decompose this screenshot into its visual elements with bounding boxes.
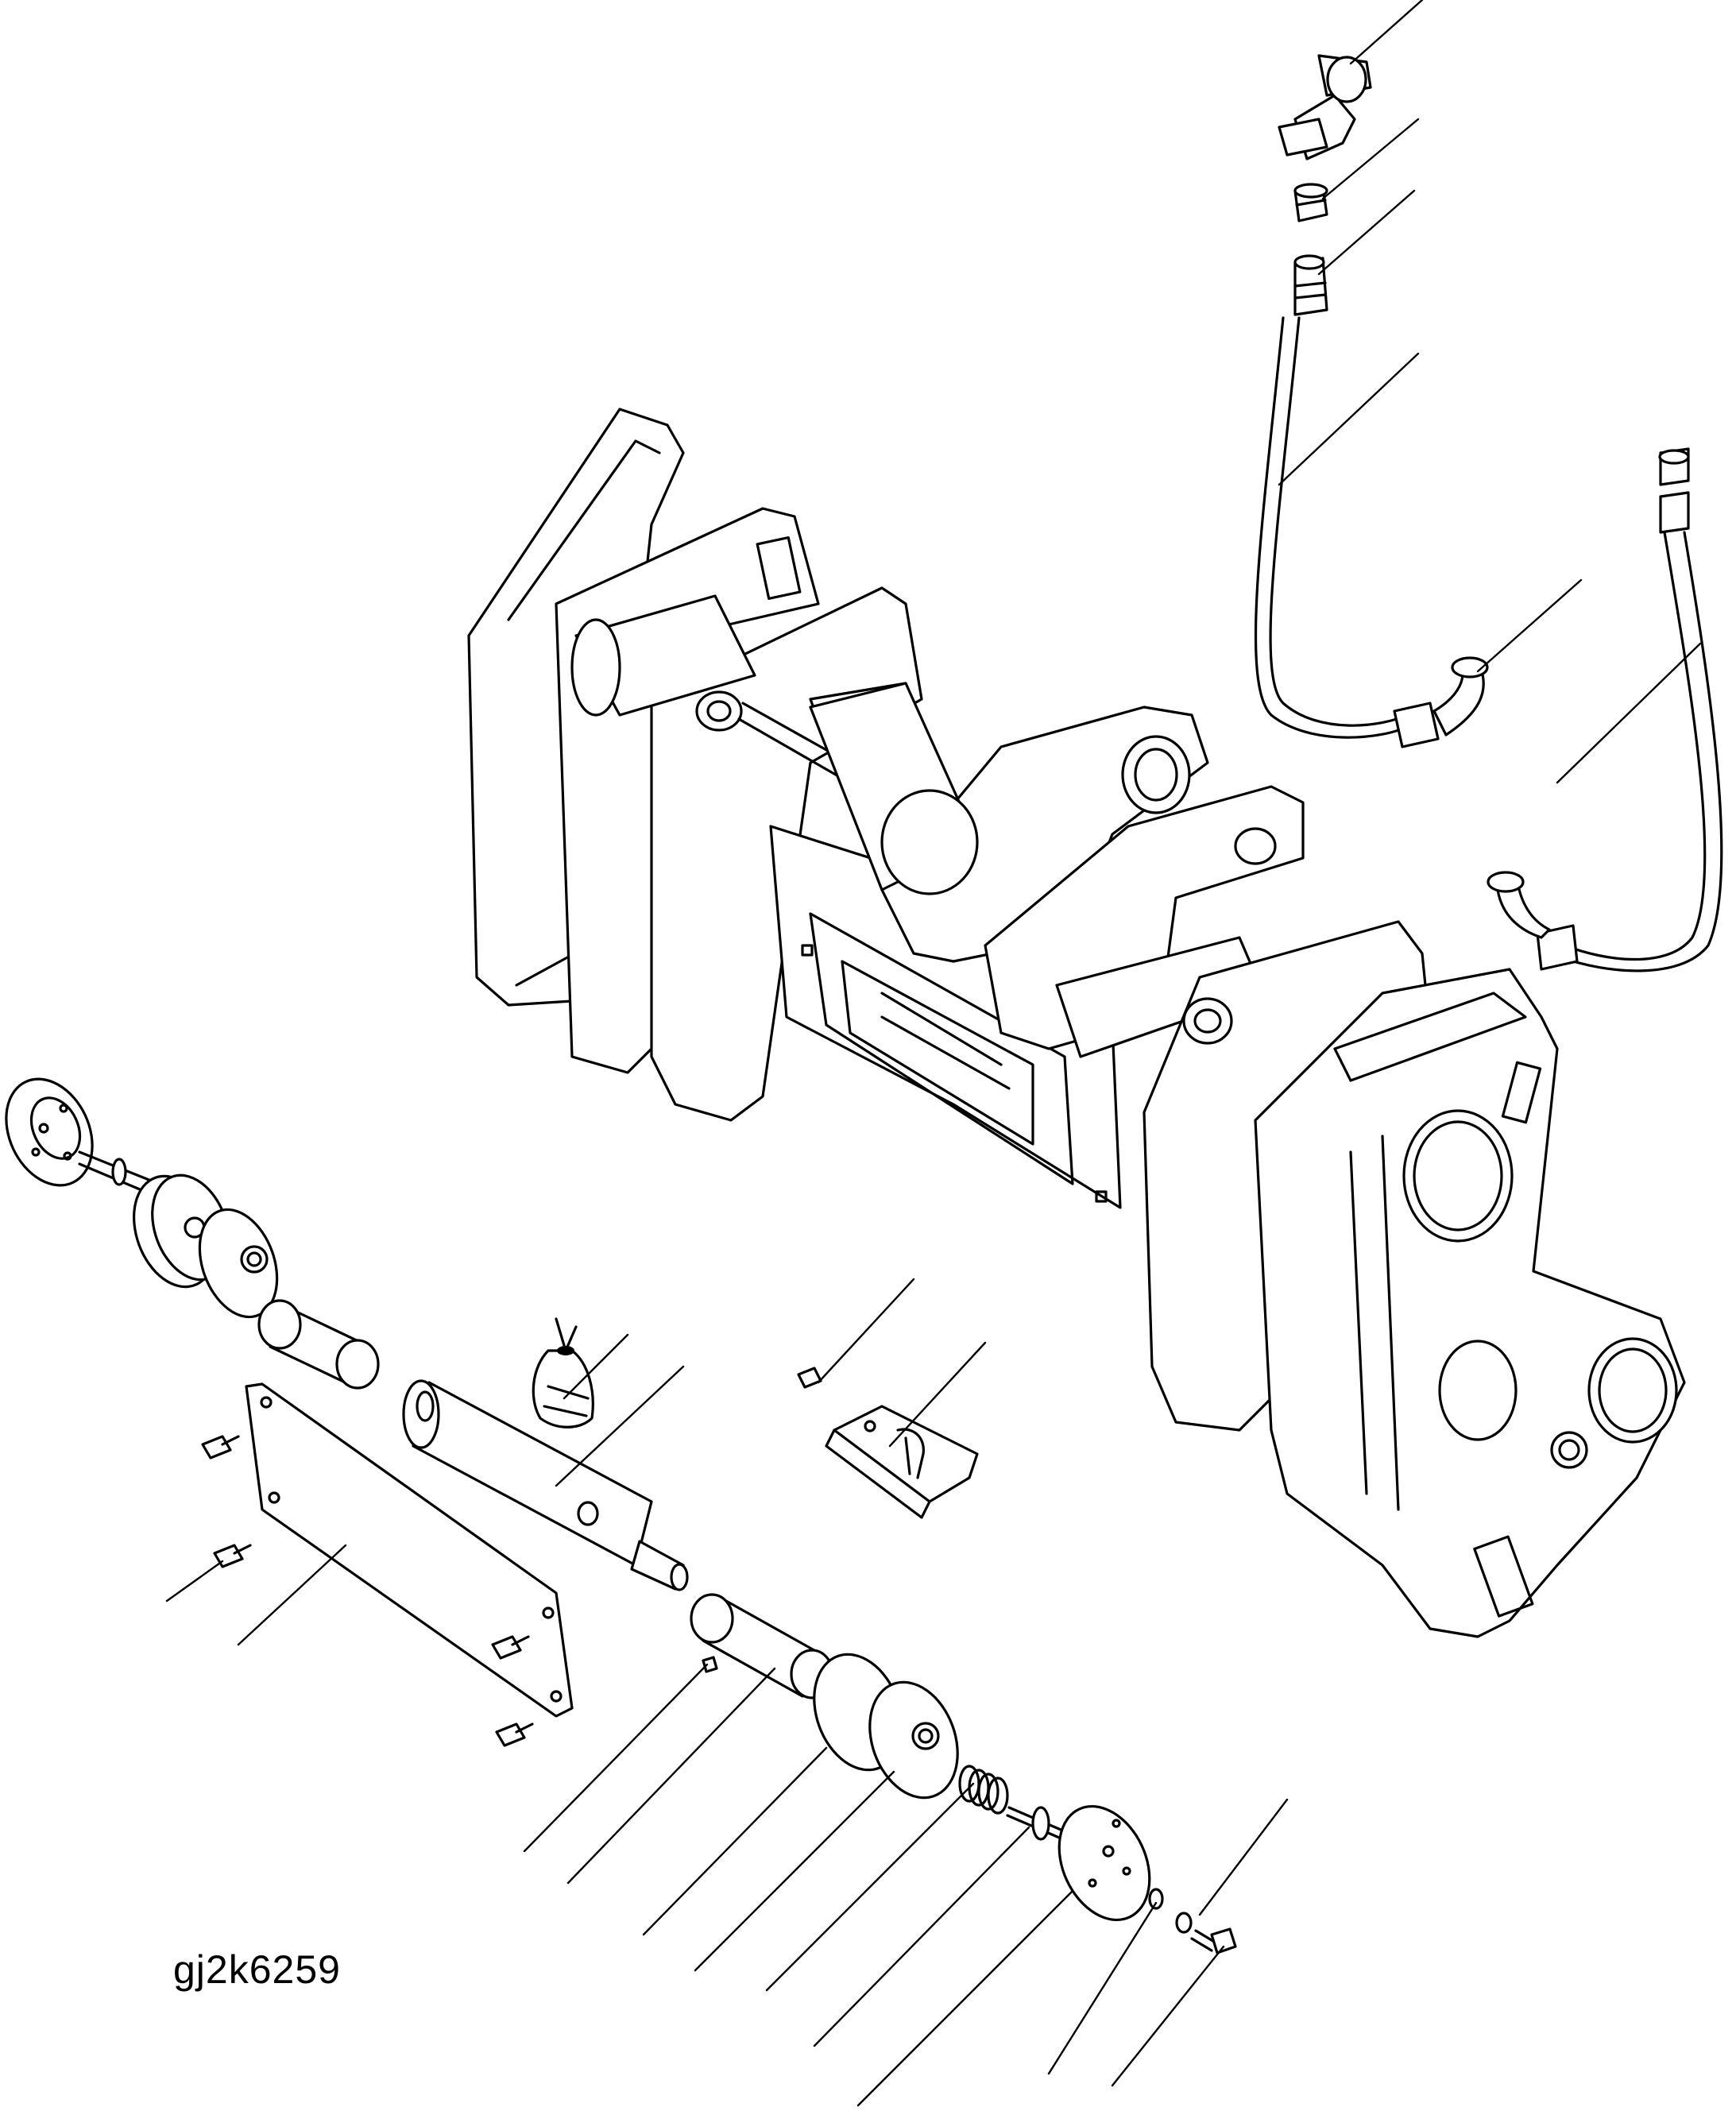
elbow-fitting [1279, 56, 1371, 159]
figure-code-label: gj2k6259 [173, 1947, 341, 1992]
bolt [497, 1724, 532, 1746]
end-cap-left [0, 1065, 109, 1199]
grease-pack [533, 1319, 593, 1427]
straight-fitting [1295, 256, 1327, 315]
right-end-parts [691, 1595, 1235, 1953]
hose-left [1256, 318, 1406, 737]
hydraulic-hose-assembly [1256, 56, 1722, 971]
end-cap-right [1042, 1792, 1167, 1935]
bolt [493, 1637, 528, 1658]
bolt [203, 1436, 238, 1458]
clip-bracket [798, 1368, 977, 1518]
hose-right [1565, 532, 1705, 960]
left-end-parts [0, 1065, 572, 1746]
center-pin [404, 1381, 687, 1590]
callout-leader-lines [167, 0, 1700, 2105]
cover-plate [246, 1384, 572, 1716]
bushing-right [691, 1595, 833, 1698]
bushing-left [259, 1301, 378, 1388]
axle-housing-assembly [469, 409, 1684, 1637]
union-fitting [1295, 184, 1327, 221]
